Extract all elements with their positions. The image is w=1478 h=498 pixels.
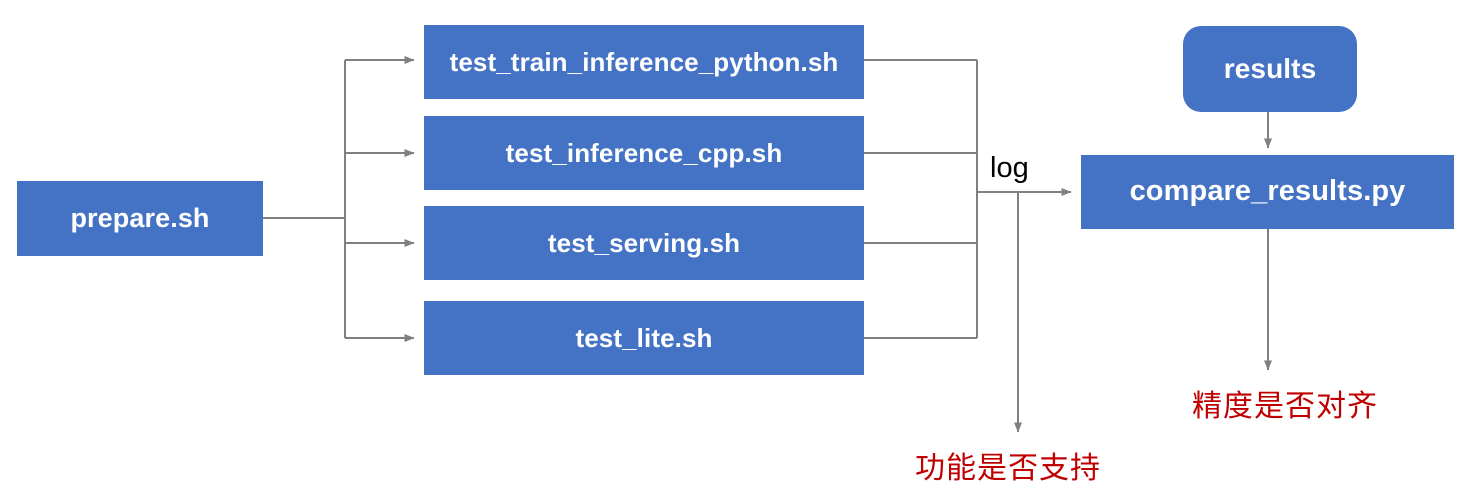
annotation-function-support: 功能是否支持 <box>915 452 1101 485</box>
annotation-precision-aligned: 精度是否对齐 <box>1192 390 1378 423</box>
node-prepare-sh[interactable]: prepare.sh <box>17 181 263 256</box>
node-compare-results-py[interactable]: compare_results.py <box>1081 155 1454 229</box>
node-test-lite-sh-label: test_lite.sh <box>575 322 713 353</box>
node-test-inference-cpp-sh-label: test_inference_cpp.sh <box>505 137 783 168</box>
node-compare-results-py-label: compare_results.py <box>1129 175 1406 208</box>
node-test-inference-cpp-sh[interactable]: test_inference_cpp.sh <box>424 116 864 190</box>
node-test-serving-sh-label: test_serving.sh <box>547 227 741 258</box>
node-results[interactable]: results <box>1183 26 1357 112</box>
node-test-train-inference-python-sh-label: test_train_inference_python.sh <box>449 46 839 77</box>
node-test-serving-sh[interactable]: test_serving.sh <box>424 206 864 280</box>
node-results-label: results <box>1223 52 1317 84</box>
edge-label-log: log <box>990 152 1029 184</box>
node-test-lite-sh[interactable]: test_lite.sh <box>424 301 864 375</box>
node-test-train-inference-python-sh[interactable]: test_train_inference_python.sh <box>424 25 864 99</box>
node-prepare-sh-label: prepare.sh <box>70 202 210 233</box>
